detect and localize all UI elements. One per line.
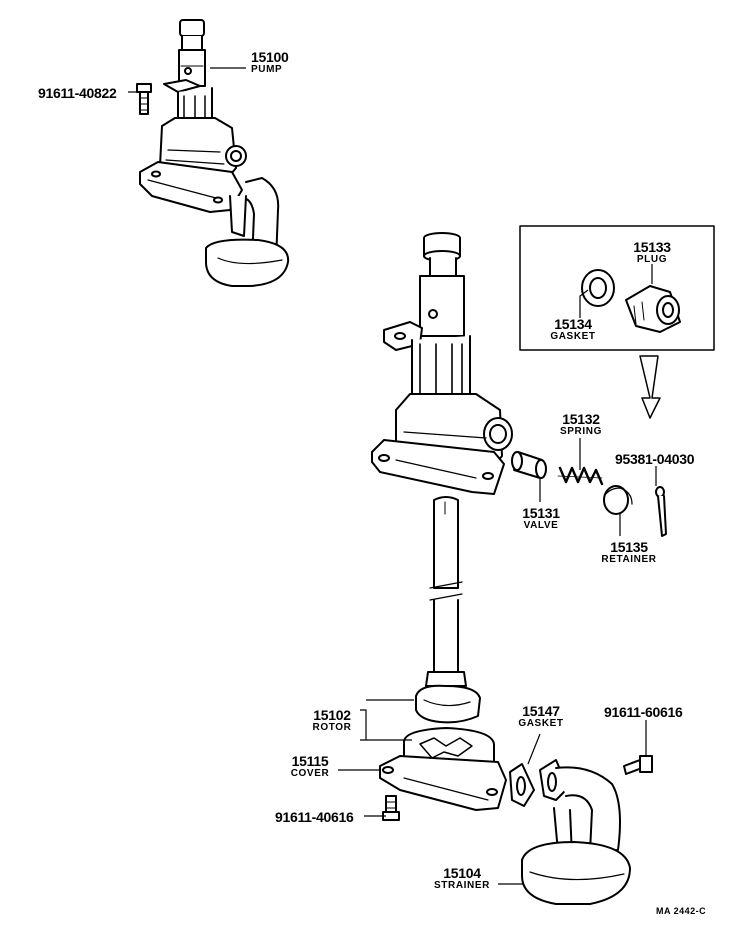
callout-15147: 15147 GASKET [510, 704, 572, 729]
callout-15134: 15134 GASKET [542, 317, 604, 342]
part-number: 95381-04030 [615, 451, 695, 467]
part-number: 15115 [291, 753, 329, 769]
part-name: PUMP [251, 64, 283, 75]
drawing-code: MA 2442-C [656, 906, 707, 916]
callout-15131: 15131 VALVE [512, 506, 570, 531]
part-name: VALVE [523, 520, 559, 531]
leader-15102 [360, 699, 414, 741]
pump-assembly-illustration [139, 19, 290, 287]
callout-15100: 15100 PUMP [251, 49, 289, 75]
rotor-illustration [415, 671, 481, 724]
callout-15102: 15102 ROTOR [304, 708, 360, 733]
spring-illustration [557, 466, 604, 486]
cotter-pin-illustration [655, 486, 667, 537]
part-name: SPRING [560, 426, 602, 437]
part-number: 91611-40616 [275, 809, 354, 825]
part-name: STRAINER [434, 880, 490, 891]
part-name: PLUG [636, 254, 668, 265]
retainer-illustration [603, 485, 633, 515]
callout-95381-04030: 95381-04030 [615, 451, 695, 467]
part-number: 15147 [522, 703, 560, 719]
part-name: COVER [290, 768, 330, 779]
inset-box [519, 225, 715, 351]
part-number: 15133 [633, 239, 671, 255]
callout-15135: 15135 RETAINER [592, 540, 666, 565]
part-name: GASKET [550, 331, 596, 342]
part-number: 15102 [313, 707, 351, 723]
strainer-illustration [521, 759, 631, 905]
part-name: GASKET [518, 718, 564, 729]
inset-arrow [639, 355, 661, 419]
callout-91611-60616: 91611-60616 [604, 704, 683, 720]
drive-shaft-illustration [429, 496, 463, 673]
callout-15132: 15132 SPRING [550, 412, 612, 437]
bolt-91611-60616-illustration [623, 755, 653, 775]
part-number: 15135 [610, 539, 648, 555]
gasket-15147-illustration [509, 763, 535, 807]
relief-valve-illustration [511, 451, 547, 479]
callout-15115: 15115 COVER [282, 754, 338, 779]
leader-15134 [579, 289, 589, 318]
part-number: 91611-40822 [38, 85, 117, 101]
callout-15133: 15133 PLUG [624, 240, 680, 265]
callout-15104: 15104 STRAINER [426, 866, 498, 891]
part-number: 91611-60616 [604, 704, 683, 720]
callout-91611-40822: 91611-40822 [38, 85, 117, 101]
part-number: 15132 [562, 411, 600, 427]
part-number: 15131 [522, 505, 560, 521]
leader-15147 [527, 733, 541, 765]
callout-91611-40616: 91611-40616 [275, 809, 354, 825]
pump-body-illustration [371, 232, 513, 495]
part-name: RETAINER [601, 554, 657, 565]
part-number: 15104 [443, 865, 481, 881]
part-name: ROTOR [312, 722, 352, 733]
cover-illustration [379, 727, 507, 811]
part-number: 15100 [251, 49, 289, 65]
bolt-91611-40822-illustration [136, 83, 152, 115]
bolt-91611-40616-illustration [382, 795, 400, 821]
part-number: 15134 [554, 316, 592, 332]
